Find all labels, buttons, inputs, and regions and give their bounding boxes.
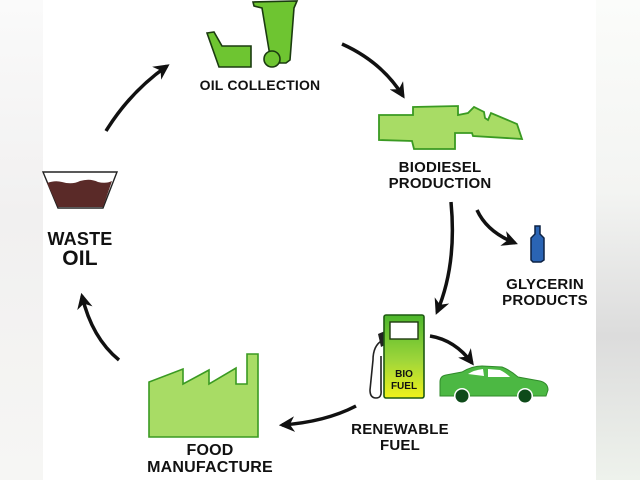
label-line: OIL COLLECTION [199,77,321,93]
label-line: PRODUCTS [502,291,588,309]
refinery-plant-icon [378,105,524,150]
oil-bowl-icon [41,171,119,209]
bottle-icon [530,225,545,263]
label-line: FUEL [380,436,420,454]
pump-label-line-2: FUEL [391,381,417,392]
left-border [0,0,43,480]
label-oil-collection: OIL COLLECTION [180,78,340,93]
label-line: MANUFACTURE [147,458,273,476]
arrow-waste-oil-to-collection [104,64,170,132]
label-line: OIL [62,247,98,270]
car-icon [439,365,549,404]
arrow-oil-collection-to-biodiesel [341,42,405,99]
fuel-pump-icon: BIO FUEL [369,314,425,399]
arrow-biodiesel-to-renewable-fuel [434,201,455,315]
label-line: GLYCERIN [506,276,584,293]
arrow-biodiesel-to-glycerin [475,209,518,246]
arrow-renewable-fuel-to-food [278,404,357,432]
label-line: RENEWABLE [351,421,449,438]
right-border [596,0,640,480]
label-line: WASTE [47,229,113,249]
label-line: PRODUCTION [388,174,492,192]
label-food-manufacture: FOOD MANUFACTURE [130,442,290,477]
label-renewable-fuel: RENEWABLE FUEL [340,422,460,454]
label-glycerin-products: GLYCERIN PRODUCTS [490,277,600,309]
arrow-pump-to-car [429,334,474,366]
arrow-food-to-waste-oil [77,292,121,362]
label-line: FOOD [186,442,234,459]
label-biodiesel-production: BIODIESEL PRODUCTION [350,160,530,192]
pump-label-line-1: BIO [395,369,413,380]
label-waste-oil: WASTE OIL [40,230,120,269]
collection-bins-icon [205,0,299,68]
factory-icon [148,353,259,438]
label-line: BIODIESEL [398,159,482,176]
